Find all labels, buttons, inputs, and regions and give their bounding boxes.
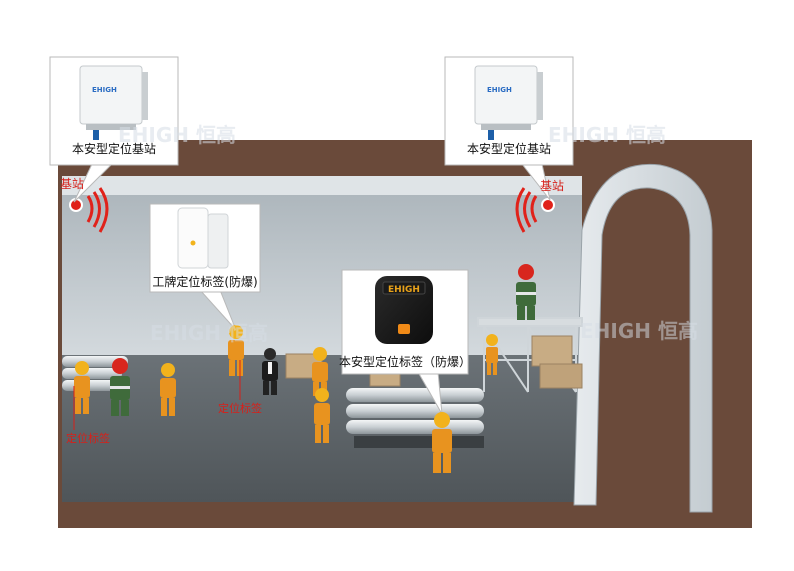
worker-scaffold-side (486, 334, 498, 375)
watermark-right: EHIGH 恒高 (548, 123, 666, 147)
pipe-stack-center (346, 388, 484, 448)
callout-ex-tag-label: 本安型定位标签（防爆） (339, 354, 471, 369)
signal-right (515, 187, 555, 233)
callout-station-left: EHIGH 本安型定位基站 (49, 56, 179, 166)
worker-scaffold-top (516, 264, 536, 320)
ex-tag-logo: EHIGH (388, 285, 420, 295)
station-device-right (474, 65, 538, 125)
red-label-base-left: 基站 (60, 177, 84, 191)
worker-middle-2 (314, 388, 330, 443)
station-logo-right: EHIGH (487, 86, 512, 94)
worker-left-1 (73, 361, 90, 430)
callout-station-right-label: 本安型定位基站 (467, 141, 551, 156)
callout-card-tag: 工牌定位标签(防爆) (149, 203, 261, 293)
worker-left-2 (110, 358, 130, 416)
red-label-tag-left: 定位标签 (66, 431, 110, 445)
callout-station-right: EHIGH 本安型定位基站 (444, 56, 574, 166)
watermark-right-mid: EHIGH 恒高 (580, 319, 698, 343)
red-label-tag-center: 定位标签 (218, 401, 262, 415)
worker-manager (262, 348, 278, 395)
tunnel-wall (62, 195, 582, 355)
cargo-boxes (285, 335, 583, 389)
callout-station-left-label: 本安型定位基站 (72, 141, 156, 156)
callout-card-tag-label: 工牌定位标签(防爆) (152, 274, 257, 289)
worker-center-card (228, 325, 244, 400)
watermark-top: EHIGH 恒高 (118, 123, 236, 147)
tunnel-ceiling (62, 176, 582, 196)
worker-left-3 (160, 363, 176, 416)
worker-ex-tag (432, 412, 452, 473)
callout-ex-tag: EHIGH 本安型定位标签（防爆） (339, 269, 471, 375)
card-tag-device (177, 207, 209, 269)
tunnel-arch (573, 163, 713, 513)
watermark-middle: EHIGH 恒高 (150, 321, 268, 345)
station-device-left (79, 65, 143, 125)
red-label-base-right: 基站 (540, 179, 564, 193)
station-logo-left: EHIGH (92, 86, 117, 94)
